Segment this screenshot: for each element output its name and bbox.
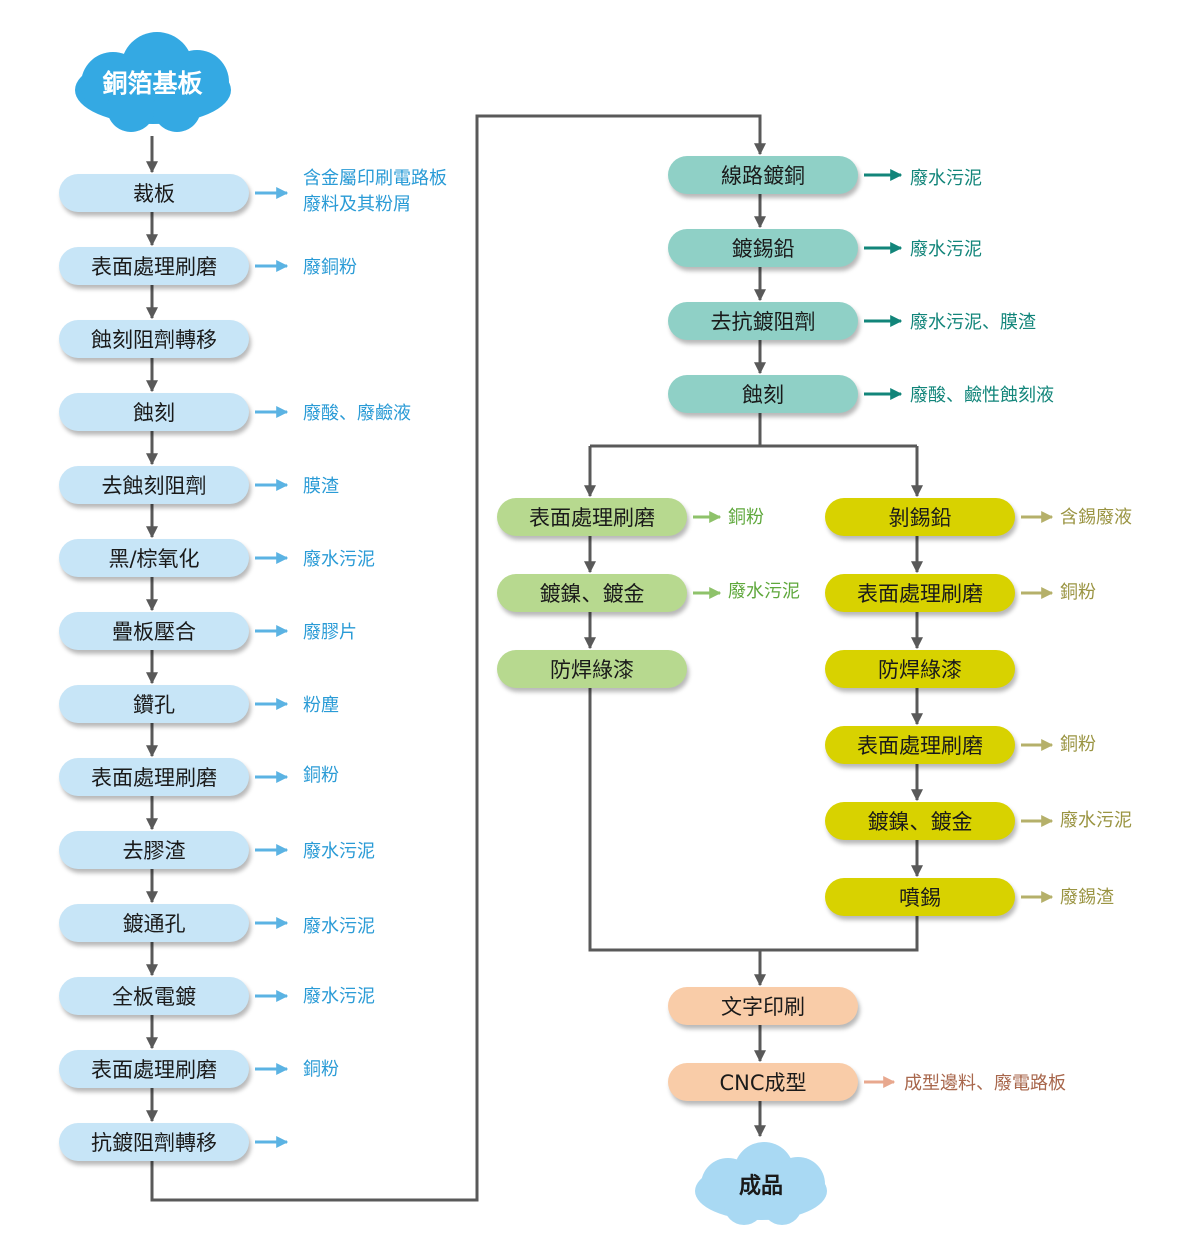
process-step: 表面處理刷磨 — [59, 758, 249, 796]
process-step: 鍍錫鉛 — [668, 229, 858, 267]
step-label: 去抗鍍阻劑 — [710, 310, 816, 334]
waste-output: 廢水污泥、膜渣 — [910, 312, 1036, 333]
waste-output: 膜渣 — [303, 476, 339, 497]
step-label: 鍍鎳、鍍金 — [539, 582, 645, 606]
process-step: 表面處理刷磨 — [825, 726, 1015, 764]
waste-output: 銅粉 — [303, 765, 339, 786]
start-label: 銅箔基板 — [102, 69, 203, 98]
waste-output: 廢酸、廢鹼液 — [303, 403, 411, 424]
step-label: 噴錫 — [899, 886, 941, 910]
waste-output: 含金屬印刷電路板 廢料及其粉屑 — [303, 168, 447, 215]
process-step: 防焊綠漆 — [497, 650, 687, 688]
process-step: 表面處理刷磨 — [59, 247, 249, 285]
process-step: 噴錫 — [825, 878, 1015, 916]
waste-output: 廢酸、鹼性蝕刻液 — [910, 385, 1054, 406]
process-step: 蝕刻 — [668, 375, 858, 413]
step-label: 蝕刻阻劑轉移 — [91, 328, 217, 352]
step-label: 線路鍍銅 — [721, 164, 805, 188]
step-label: 鍍通孔 — [122, 912, 186, 936]
waste-output: 廢水污泥 — [303, 841, 375, 862]
process-step: 疊板壓合 — [59, 612, 249, 650]
waste-output: 廢水污泥 — [303, 549, 375, 570]
step-label: 抗鍍阻劑轉移 — [91, 1131, 217, 1155]
waste-output: 成型邊料、廢電路板 — [904, 1073, 1066, 1094]
waste-output: 廢膠片 — [303, 622, 357, 643]
end-cloud: 成品 — [688, 1137, 834, 1229]
step-label: 去膠渣 — [122, 839, 186, 863]
step-label: 鑽孔 — [133, 693, 175, 717]
step-label: 表面處理刷磨 — [91, 1058, 217, 1082]
step-label: 鍍鎳、鍍金 — [867, 810, 973, 834]
process-step: 剝錫鉛 — [825, 498, 1015, 536]
waste-output: 廢水污泥 — [910, 239, 982, 260]
step-label: 鍍錫鉛 — [731, 237, 795, 261]
step-label: 全板電鍍 — [112, 985, 196, 1009]
waste-output: 銅粉 — [303, 1059, 339, 1080]
step-label: CNC成型 — [719, 1071, 807, 1095]
cloud-shape — [75, 32, 231, 132]
step-label: 表面處理刷磨 — [91, 766, 217, 790]
process-step: 抗鍍阻劑轉移 — [59, 1123, 249, 1161]
process-step: 鍍通孔 — [59, 904, 249, 942]
waste-output: 廢錫渣 — [1060, 887, 1114, 908]
step-label: 表面處理刷磨 — [857, 582, 983, 606]
step-label: 表面處理刷磨 — [91, 255, 217, 279]
waste-output: 廢水污泥 — [303, 916, 375, 937]
step-label: 剝錫鉛 — [888, 506, 952, 530]
process-step: 表面處理刷磨 — [825, 574, 1015, 612]
flow-line — [588, 688, 919, 952]
process-step: 全板電鍍 — [59, 977, 249, 1015]
process-step: 去膠渣 — [59, 831, 249, 869]
cloud-shape — [695, 1142, 827, 1225]
step-label: 蝕刻 — [742, 383, 784, 407]
end-label: 成品 — [738, 1174, 783, 1199]
process-step: 表面處理刷磨 — [497, 498, 687, 536]
process-step: 蝕刻阻劑轉移 — [59, 320, 249, 358]
step-label: 疊板壓合 — [112, 620, 196, 644]
step-label: 表面處理刷磨 — [857, 734, 983, 758]
step-label: 裁板 — [133, 182, 175, 206]
step-label: 蝕刻 — [133, 401, 175, 425]
process-step: 表面處理刷磨 — [59, 1050, 249, 1088]
process-step: 黑/棕氧化 — [59, 539, 249, 577]
flow-arrow — [150, 114, 766, 1202]
process-step: 裁板 — [59, 174, 249, 212]
step-label: 防焊綠漆 — [878, 658, 962, 682]
waste-output: 銅粉 — [1060, 582, 1096, 603]
process-step: 蝕刻 — [59, 393, 249, 431]
waste-output: 銅粉 — [728, 507, 764, 528]
process-step: 鑽孔 — [59, 685, 249, 723]
waste-output: 粉塵 — [303, 695, 339, 716]
step-label: 表面處理刷磨 — [529, 506, 655, 530]
process-step: 線路鍍銅 — [668, 156, 858, 194]
step-label: 防焊綠漆 — [550, 658, 634, 682]
waste-output: 廢銅粉 — [303, 257, 357, 278]
process-step: 去蝕刻阻劑 — [59, 466, 249, 504]
step-label: 黑/棕氧化 — [108, 547, 200, 571]
waste-output: 銅粉 — [1060, 734, 1096, 755]
step-label: 去蝕刻阻劑 — [101, 474, 207, 498]
process-step: 文字印刷 — [668, 987, 858, 1025]
process-step: 鍍鎳、鍍金 — [497, 574, 687, 612]
waste-output: 廢水污泥 — [303, 986, 375, 1007]
waste-output: 廢水污泥 — [1060, 810, 1132, 831]
process-step: 鍍鎳、鍍金 — [825, 802, 1015, 840]
process-step: CNC成型 — [668, 1063, 858, 1101]
process-step: 防焊綠漆 — [825, 650, 1015, 688]
process-step: 去抗鍍阻劑 — [668, 302, 858, 340]
step-label: 文字印刷 — [721, 995, 805, 1019]
waste-output: 含錫廢液 — [1060, 507, 1132, 528]
waste-output: 廢水污泥 — [728, 581, 800, 602]
waste-output: 廢水污泥 — [910, 168, 982, 189]
start-cloud: 銅箔基板 — [65, 28, 240, 136]
